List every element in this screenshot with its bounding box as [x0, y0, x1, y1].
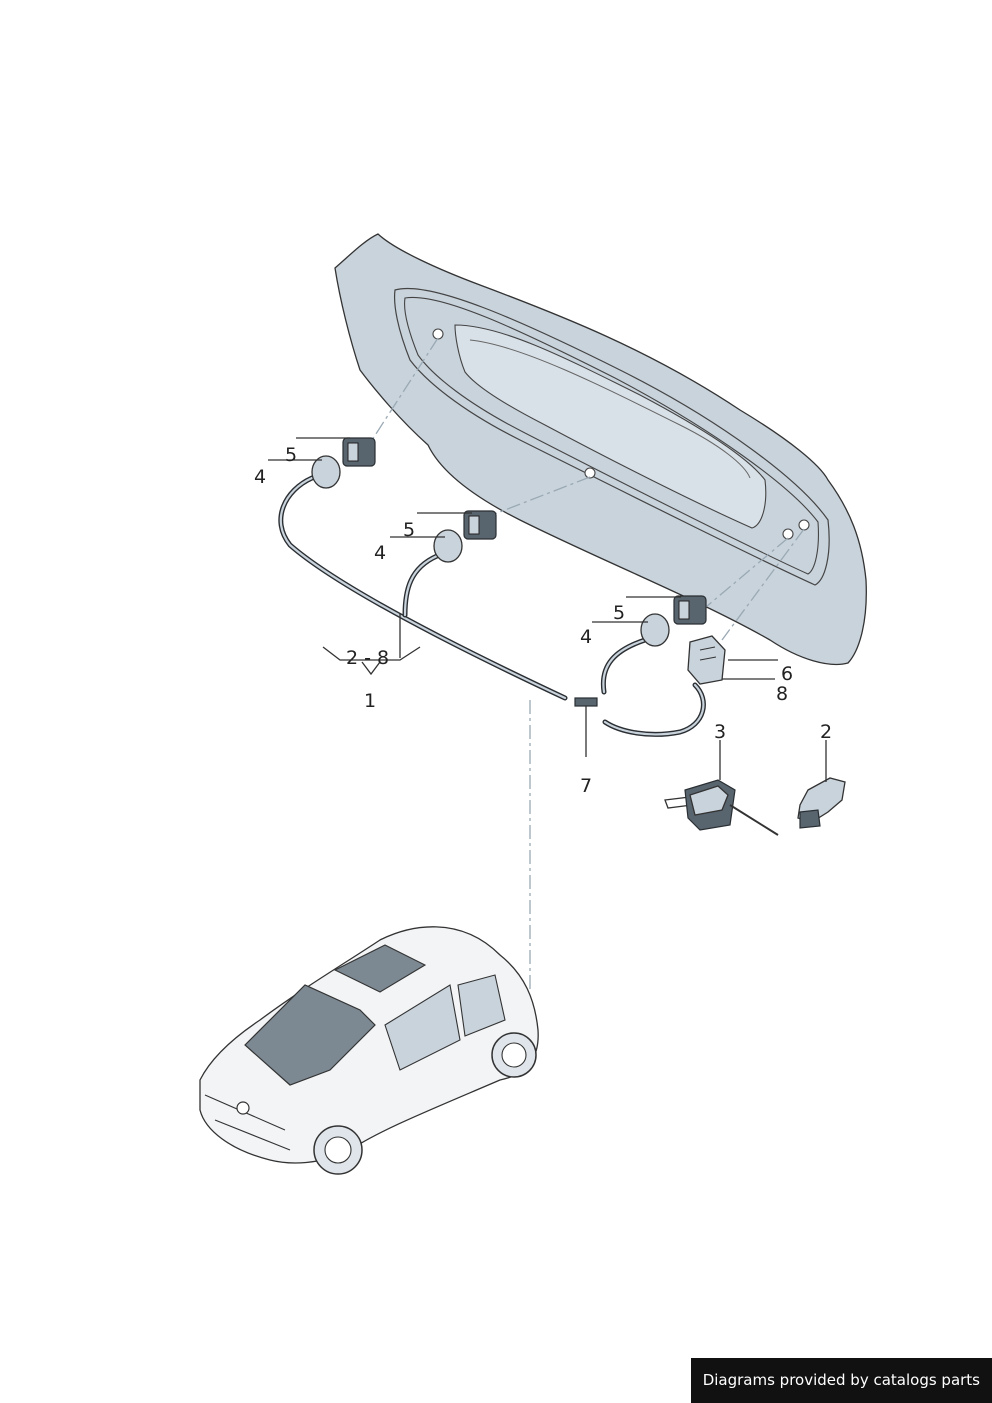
callout-4-middle: 4 — [374, 542, 386, 564]
callout-5-right: 5 — [613, 602, 625, 624]
callout-4-right: 4 — [580, 626, 592, 648]
footer-banner: Diagrams provided by catalogs parts — [690, 1358, 992, 1403]
connector-housing — [687, 635, 726, 685]
sensor-group-middle — [433, 510, 497, 563]
callout-3: 3 — [714, 721, 726, 743]
callout-range: 2 - 8 — [346, 647, 389, 669]
bracket-part — [664, 779, 779, 836]
rear-bumper-cover — [334, 233, 867, 666]
vehicle-illustration — [199, 926, 539, 1175]
callout-5-left: 5 — [285, 444, 297, 466]
callout-8: 8 — [776, 683, 788, 705]
clip-part — [797, 777, 846, 829]
sensor-group-right — [640, 595, 707, 647]
leader-lines — [268, 437, 827, 782]
callout-4-left: 4 — [254, 466, 266, 488]
callout-2: 2 — [820, 721, 832, 743]
callout-5-middle: 5 — [403, 519, 415, 541]
sensor-group-left — [311, 437, 376, 489]
callout-6: 6 — [781, 663, 793, 685]
callout-labels: 5 4 5 4 5 4 6 8 2 - 8 1 7 3 2 — [254, 444, 832, 797]
callout-7: 7 — [580, 775, 592, 797]
callout-1: 1 — [364, 690, 376, 712]
assembly-lines — [371, 337, 805, 990]
wiring-harness — [278, 475, 706, 737]
